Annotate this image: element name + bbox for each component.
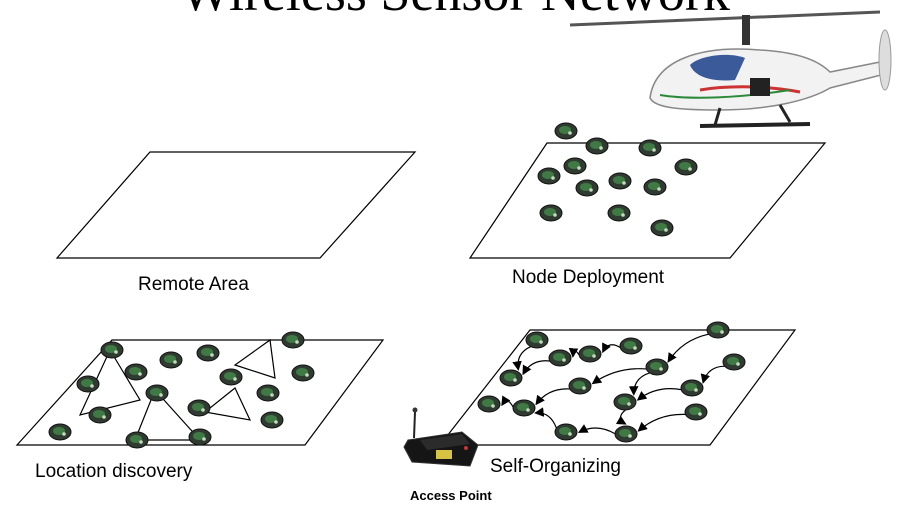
link-arrow bbox=[522, 360, 550, 376]
sensor-node-icon bbox=[124, 363, 148, 381]
link-arrow bbox=[636, 388, 682, 401]
sensor-node-icon bbox=[578, 345, 602, 363]
link-arrow bbox=[602, 342, 621, 354]
sensor-node-icon bbox=[145, 384, 169, 402]
sensor-node-icon bbox=[125, 431, 149, 449]
link-arrow bbox=[512, 346, 532, 371]
link-arrow bbox=[568, 347, 580, 358]
location-nodes bbox=[48, 331, 315, 449]
sensor-node-icon bbox=[512, 399, 536, 417]
sensor-node-icon bbox=[88, 406, 112, 424]
sensor-node-icon bbox=[256, 384, 280, 402]
sensor-node-icon bbox=[608, 172, 632, 190]
deployment-plane bbox=[468, 142, 827, 259]
remote-area-plane bbox=[55, 151, 417, 259]
link-arrow bbox=[577, 424, 616, 435]
page-title: Wireless Sensor Network bbox=[0, 0, 910, 22]
label-access-point: Access Point bbox=[410, 488, 492, 503]
link-arrow bbox=[628, 372, 650, 396]
sensor-node-icon bbox=[638, 139, 662, 157]
sensor-node-icon bbox=[643, 178, 667, 196]
sensor-node-icon bbox=[607, 204, 631, 222]
sensor-node-icon bbox=[575, 179, 599, 197]
sensor-node-icon bbox=[525, 331, 549, 349]
sensor-node-icon bbox=[219, 368, 243, 386]
sensor-node-icon bbox=[650, 219, 674, 237]
self-organizing-links bbox=[501, 333, 725, 435]
sensor-node-icon bbox=[499, 369, 523, 387]
sensor-node-icon bbox=[614, 425, 638, 443]
sensor-node-icon bbox=[619, 337, 643, 355]
link-arrow bbox=[700, 365, 725, 384]
access-point-device-image bbox=[403, 407, 479, 467]
sensor-node-icon bbox=[568, 377, 592, 395]
sensor-node-icon bbox=[548, 349, 572, 367]
link-arrow bbox=[615, 409, 627, 425]
sensor-node-icon bbox=[554, 122, 578, 140]
sensor-node-icon bbox=[563, 157, 587, 175]
helicopter-image bbox=[569, 10, 892, 128]
deployment-nodes bbox=[537, 122, 698, 237]
link-arrow bbox=[501, 395, 514, 408]
sensor-node-icon bbox=[76, 375, 100, 393]
sensor-node-icon bbox=[187, 399, 211, 417]
sensor-node-icon bbox=[722, 353, 746, 371]
link-arrow bbox=[534, 407, 558, 429]
sensor-node-icon bbox=[613, 393, 637, 411]
sensor-node-icon bbox=[684, 403, 708, 421]
sensor-node-icon bbox=[477, 395, 501, 413]
sensor-node-icon bbox=[281, 331, 305, 349]
sensor-node-icon bbox=[554, 423, 578, 441]
sensor-node-icon bbox=[645, 358, 669, 376]
sensor-node-icon bbox=[537, 167, 561, 185]
sensor-node-icon bbox=[706, 321, 730, 339]
label-remote-area: Remote Area bbox=[138, 274, 249, 295]
sensor-node-icon bbox=[539, 204, 563, 222]
sensor-node-icon bbox=[188, 428, 212, 446]
label-self-organizing: Self-Organizing bbox=[490, 456, 621, 477]
sensor-node-icon bbox=[260, 411, 284, 429]
sensor-node-icon bbox=[196, 344, 220, 362]
link-arrow bbox=[667, 333, 709, 363]
self-organizing-nodes bbox=[477, 321, 746, 443]
sensor-node-icon bbox=[159, 351, 183, 369]
label-node-deployment: Node Deployment bbox=[512, 267, 665, 288]
link-arrow bbox=[637, 413, 686, 432]
sensor-node-icon bbox=[291, 364, 315, 382]
sensor-node-icon bbox=[680, 379, 704, 397]
self-organizing-plane bbox=[438, 329, 797, 446]
sensor-node-icon bbox=[585, 137, 609, 155]
sensor-node-icon bbox=[674, 158, 698, 176]
sensor-node-icon bbox=[100, 341, 124, 359]
sensor-node-icon bbox=[48, 423, 72, 441]
link-arrow bbox=[591, 368, 647, 385]
label-location-discovery: Location discovery bbox=[35, 461, 193, 482]
link-arrow bbox=[535, 388, 570, 406]
